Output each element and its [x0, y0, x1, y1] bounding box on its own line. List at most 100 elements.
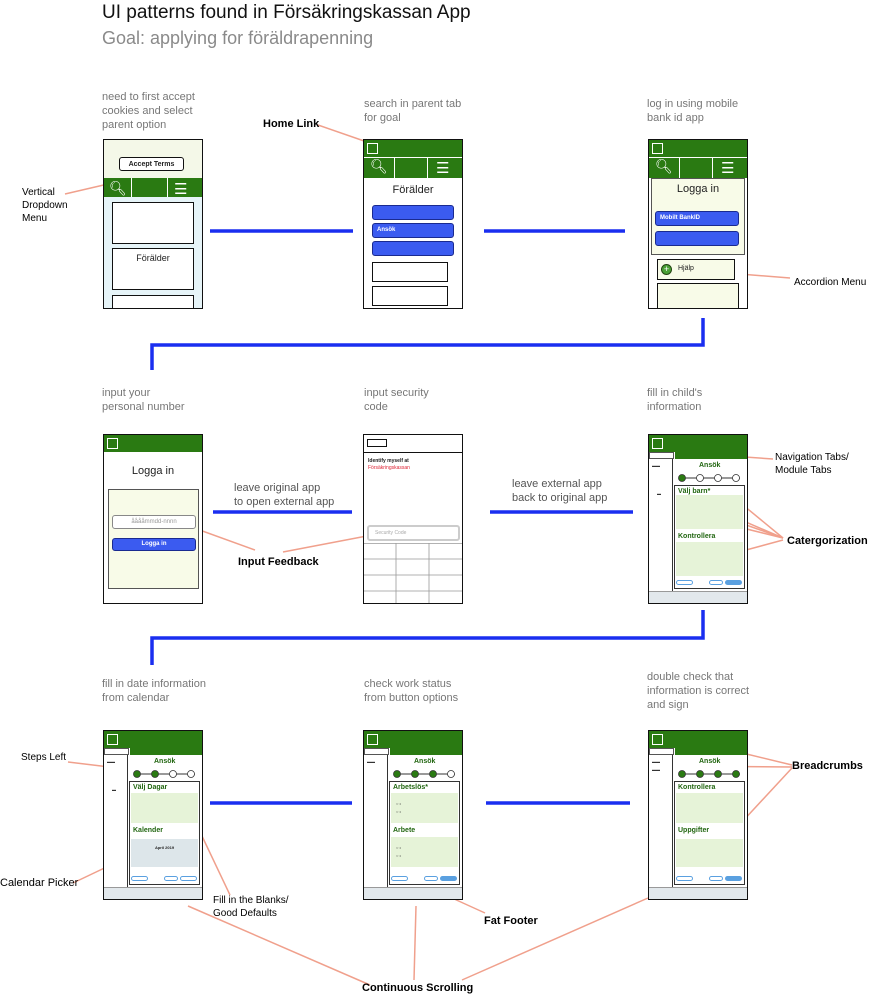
- step-caption-8: check work status from button options: [364, 678, 459, 704]
- field-group[interactable]: [676, 839, 743, 867]
- step-caption-5: input security code: [364, 387, 429, 413]
- step-caption-7: fill in date information from calendar: [102, 678, 206, 704]
- annotation-breadcrumbs: Breadcrumbs: [792, 760, 863, 772]
- side-nav-item[interactable]: ▬▬: [367, 759, 375, 764]
- module-tabs[interactable]: [674, 452, 747, 459]
- screen-login: 🔍︎ ☰ Logga in Mobilt BankID + Hjälp: [648, 139, 748, 309]
- top-menu-bar: [364, 140, 462, 178]
- home-link-icon[interactable]: [367, 734, 378, 745]
- side-nav-item[interactable]: ▬: [112, 787, 116, 792]
- hamburger-icon[interactable]: ☰: [174, 181, 188, 198]
- annotation-steps-left: Steps Left: [21, 752, 67, 763]
- calendar-picker[interactable]: April 2019: [131, 839, 198, 867]
- screen-header: Ansök: [699, 758, 721, 765]
- search-icon[interactable]: 🔍︎: [370, 158, 388, 174]
- calendar-month: April 2019: [154, 845, 175, 850]
- back-button[interactable]: [676, 876, 693, 881]
- list-item[interactable]: [372, 286, 448, 306]
- side-nav[interactable]: [105, 755, 128, 887]
- module-tabs[interactable]: [674, 748, 747, 755]
- side-nav-item[interactable]: ▬▬: [652, 759, 660, 764]
- home-link-icon[interactable]: [652, 734, 663, 745]
- tab-active[interactable]: [649, 452, 674, 459]
- module-tabs[interactable]: [389, 748, 462, 755]
- annotation-input-feedback: Input Feedback: [238, 556, 319, 568]
- cancel-button[interactable]: [424, 876, 438, 881]
- side-nav[interactable]: [650, 755, 673, 887]
- home-link-icon[interactable]: [107, 734, 118, 745]
- accept-terms-button[interactable]: Accept Terms: [119, 157, 184, 171]
- radio-option-yes[interactable]: ○ •: [396, 801, 401, 806]
- security-code-input[interactable]: Security Code: [367, 525, 460, 541]
- field-group[interactable]: [676, 793, 743, 823]
- flow-lines: [150, 229, 705, 805]
- home-link-icon[interactable]: [652, 438, 663, 449]
- login-option-button[interactable]: [655, 231, 739, 246]
- search-icon[interactable]: 🔍︎: [109, 180, 127, 196]
- tab-active[interactable]: [649, 748, 674, 755]
- cancel-button[interactable]: [709, 876, 723, 881]
- radio-option-no[interactable]: ○ •: [396, 809, 401, 814]
- menu-divider: [167, 178, 168, 197]
- back-button[interactable]: [676, 580, 693, 585]
- next-button[interactable]: [440, 876, 457, 881]
- screen-personal-number: Logga in ååååmmdd-nnnn Logga in: [103, 434, 203, 604]
- radio-option-no[interactable]: ○ •: [396, 853, 401, 858]
- personal-number-input[interactable]: ååååmmdd-nnnn: [112, 515, 196, 529]
- bar-divider: [364, 157, 462, 158]
- login-button[interactable]: Logga in: [112, 538, 196, 551]
- field-group[interactable]: [676, 495, 743, 529]
- side-nav-item[interactable]: ▬▬: [107, 759, 115, 764]
- plus-icon[interactable]: +: [661, 264, 672, 275]
- fat-footer: [649, 887, 747, 899]
- cancel-button[interactable]: [709, 580, 723, 585]
- annotation-continuous-scrolling: Continuous Scrolling: [362, 982, 474, 994]
- menu-button[interactable]: [372, 205, 454, 220]
- top-bar: [649, 435, 747, 452]
- field-group[interactable]: [131, 793, 198, 823]
- hamburger-icon[interactable]: ☰: [721, 160, 735, 177]
- apply-button[interactable]: Ansök: [372, 223, 454, 238]
- search-icon[interactable]: 🔍︎: [655, 158, 673, 174]
- menu-button[interactable]: [372, 241, 454, 256]
- screen-work-status: ▬▬ Ansök Arbetslös* ○ • ○ • Arbete ○ • ○…: [363, 730, 463, 900]
- module-tabs[interactable]: [129, 748, 202, 755]
- home-link-icon[interactable]: [107, 438, 118, 449]
- sign-button[interactable]: [725, 876, 742, 881]
- help-label: Hjälp: [678, 265, 694, 272]
- back-button[interactable]: [391, 876, 408, 881]
- radio-option-yes[interactable]: ○ •: [396, 845, 401, 850]
- next-button[interactable]: [725, 580, 742, 585]
- accordion-panel[interactable]: [657, 283, 739, 308]
- side-nav-item[interactable]: ▬▬: [652, 767, 660, 772]
- help-accordion[interactable]: + Hjälp: [657, 259, 735, 280]
- parent-option[interactable]: Förälder: [112, 248, 194, 290]
- field-group[interactable]: [676, 542, 743, 576]
- next-button[interactable]: [180, 876, 197, 881]
- cancel-button[interactable]: [164, 876, 178, 881]
- fat-footer: [649, 591, 747, 603]
- transition-label-2: leave external app back to original app: [512, 478, 608, 504]
- step-caption-1: need to first accept cookies and select …: [102, 91, 195, 131]
- back-button[interactable]: [131, 876, 148, 881]
- field-group[interactable]: [391, 837, 458, 867]
- side-nav[interactable]: [365, 755, 388, 887]
- side-nav-item[interactable]: ▬: [657, 491, 661, 496]
- list-item[interactable]: [372, 262, 448, 282]
- tab-active[interactable]: [364, 748, 389, 755]
- home-link-icon[interactable]: [367, 143, 378, 154]
- hamburger-icon[interactable]: ☰: [436, 160, 450, 177]
- step-caption-2: search in parent tab for goal: [364, 98, 462, 124]
- field-group[interactable]: [391, 793, 458, 823]
- home-link-icon[interactable]: [652, 143, 663, 154]
- list-item[interactable]: [112, 202, 194, 244]
- side-nav-item[interactable]: ▬▬: [652, 463, 660, 468]
- app-logo: [367, 439, 387, 447]
- list-item[interactable]: [112, 295, 194, 308]
- mobile-bankid-button[interactable]: Mobilt BankID: [655, 211, 739, 226]
- tab-active[interactable]: [104, 748, 129, 755]
- side-nav[interactable]: [650, 459, 673, 591]
- step-caption-3: log in using mobile bank id app: [647, 98, 739, 124]
- page-heading: Logga in: [131, 465, 175, 477]
- keypad-grid[interactable]: [364, 543, 462, 604]
